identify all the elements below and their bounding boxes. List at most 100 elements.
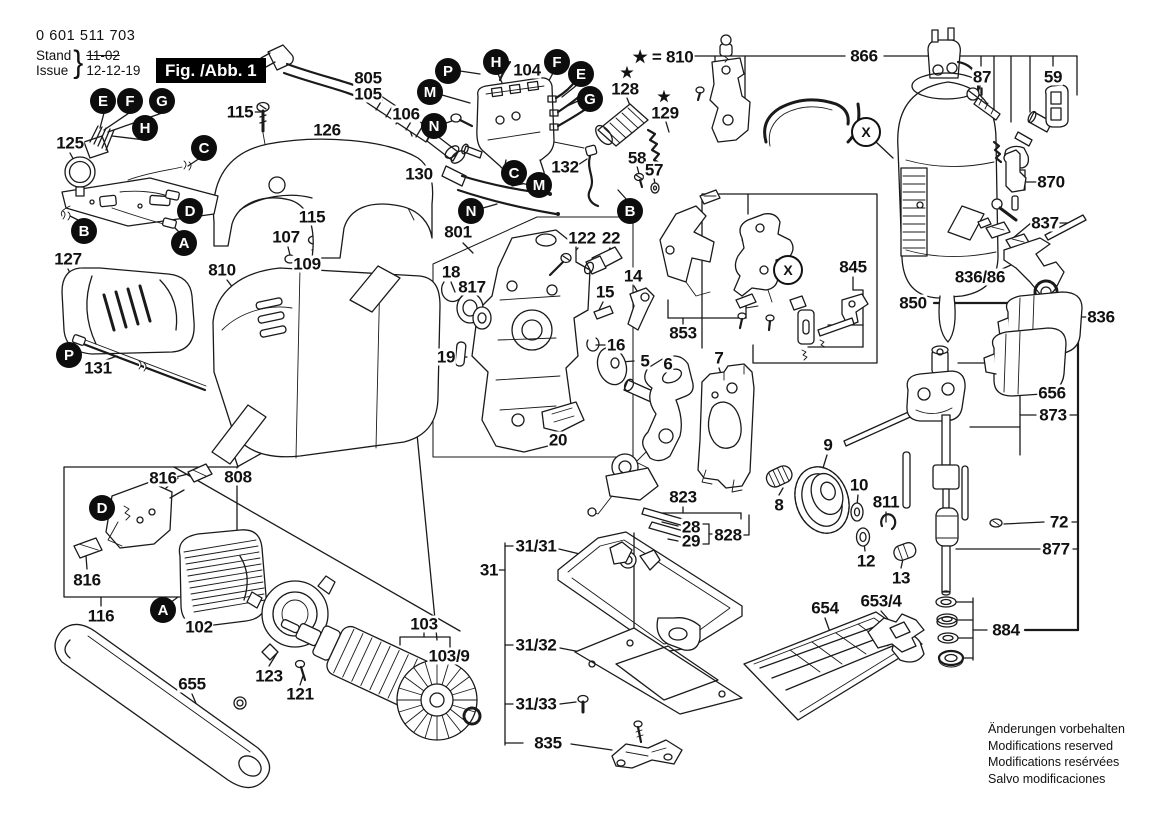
part-label-72: 72 (1048, 512, 1070, 532)
part-label-59: 59 (1042, 67, 1064, 87)
star-icon: ★ (657, 88, 671, 106)
part-label-22: 22 (600, 228, 622, 248)
part-label-105: 105 (353, 84, 383, 104)
speed-dial-128 (595, 103, 649, 147)
part-label-16: 16 (605, 335, 627, 355)
washers-clips (850, 502, 917, 562)
part-label-828: 828 (713, 525, 743, 545)
part-label-129: 129 (650, 103, 680, 123)
handle-126 (212, 138, 434, 259)
part-label-837: 837 (1030, 213, 1060, 233)
part-label-57: 57 (643, 160, 665, 180)
part-label-107: 107 (271, 227, 301, 247)
callout-letter-C: C (501, 160, 527, 186)
motor-cover-127 (61, 267, 195, 355)
callout-letter-N: N (421, 113, 447, 139)
callout-letter-G: G (577, 86, 603, 112)
part-label-654: 654 (810, 598, 840, 618)
part-label-122: 122 (567, 228, 597, 248)
nozzle-655 (54, 623, 271, 789)
counterweight-873 (843, 345, 969, 521)
part-label-810: 810 (207, 260, 237, 280)
part-label-103: 103 (409, 614, 439, 634)
cable-132 (584, 144, 600, 208)
housing-810 (211, 265, 441, 465)
brace-glyph: } (73, 45, 84, 80)
part-label-121: 121 (285, 684, 315, 704)
part-label-31: 31 (478, 560, 500, 580)
part-label-9: 9 (822, 435, 834, 455)
document-part-number: 0 601 511 703 (36, 28, 136, 44)
footer-line-fr: Modifications resérvées (988, 755, 1120, 769)
part-label-13: 13 (890, 568, 912, 588)
motor-unit (897, 27, 999, 343)
part-label-19: 19 (435, 347, 457, 367)
part-label-5: 5 (639, 351, 651, 371)
callout-letter-M: M (417, 79, 443, 105)
clamp-assembly-left (659, 189, 721, 297)
screw-87 (966, 87, 1001, 121)
bushing-8 (765, 465, 793, 488)
part-label-123: 123 (254, 666, 284, 686)
part-label-653-4: 653/4 (859, 591, 903, 611)
callout-letter-F: F (544, 49, 570, 75)
part-label-102: 102 (184, 617, 214, 637)
callout-letter-E: E (90, 88, 116, 114)
plunger-877 (932, 414, 1003, 596)
brush-plate-866 (695, 34, 861, 147)
part-label-845: 845 (838, 257, 868, 277)
callout-letter-H: H (483, 49, 509, 75)
callout-x-badge: X (851, 117, 881, 147)
part-label-823: 823 (668, 487, 698, 507)
part-label-29: 29 (680, 531, 702, 551)
stand-date-old: 11-02 (86, 47, 120, 63)
part-label-853: 853 (668, 323, 698, 343)
part-label-28: 28 (680, 517, 702, 537)
part-label-870: 870 (1036, 172, 1066, 192)
star-icon: ★ (620, 64, 634, 82)
part-label-130: 130 (404, 164, 434, 184)
part-label-811: 811 (871, 492, 901, 512)
part-label-106: 106 (391, 104, 421, 124)
part-label-103-9: 103/9 (427, 646, 471, 666)
part-label-131: 131 (83, 358, 113, 378)
issue-date: 12-12-19 (86, 63, 141, 79)
callout-letter-N: N (458, 198, 484, 224)
part-label-801: 801 (443, 222, 473, 242)
part-label-655: 655 (177, 674, 207, 694)
linkage-parts (548, 246, 755, 493)
callout-letter-E: E (568, 61, 594, 87)
lever-14 (627, 287, 655, 331)
callout-letter-B: B (617, 198, 643, 224)
callout-letter-B: B (71, 218, 97, 244)
part-label-10: 10 (848, 475, 870, 495)
callout-x-badge: X (773, 255, 803, 285)
part-label-128: 128 (610, 79, 640, 99)
insert-20 (541, 401, 585, 433)
part-label-8: 8 (773, 495, 785, 515)
brush-816-bottom (73, 537, 103, 559)
part-label-656: 656 (1037, 383, 1067, 403)
screw-58-washer-57 (633, 172, 660, 194)
blade-guard-835 (611, 720, 683, 769)
part-label-850: 850 (898, 293, 928, 313)
screw-115-top (256, 101, 270, 133)
callout-letter-C: C (191, 135, 217, 161)
footer-line-de: Änderungen vorbehalten (988, 722, 1125, 736)
footer-line-es: Salvo modificaciones (988, 771, 1106, 786)
part-label-816: 816 (72, 570, 102, 590)
part-label-835: 835 (533, 733, 563, 753)
callout-letter-M: M (526, 172, 552, 198)
part-label-14: 14 (622, 266, 644, 286)
part-label-125: 125 (55, 133, 85, 153)
part-label-31-33: 31/33 (514, 694, 558, 714)
footer-notice: Änderungen vorbehalten Modifications res… (988, 721, 1125, 787)
clamp-assembly-x (733, 213, 807, 332)
part-label-877: 877 (1041, 539, 1071, 559)
issue-label: Issue (36, 63, 69, 79)
callout-letter-H: H (132, 115, 158, 141)
callout-letter-D: D (177, 198, 203, 224)
label-plate-808 (211, 404, 267, 465)
